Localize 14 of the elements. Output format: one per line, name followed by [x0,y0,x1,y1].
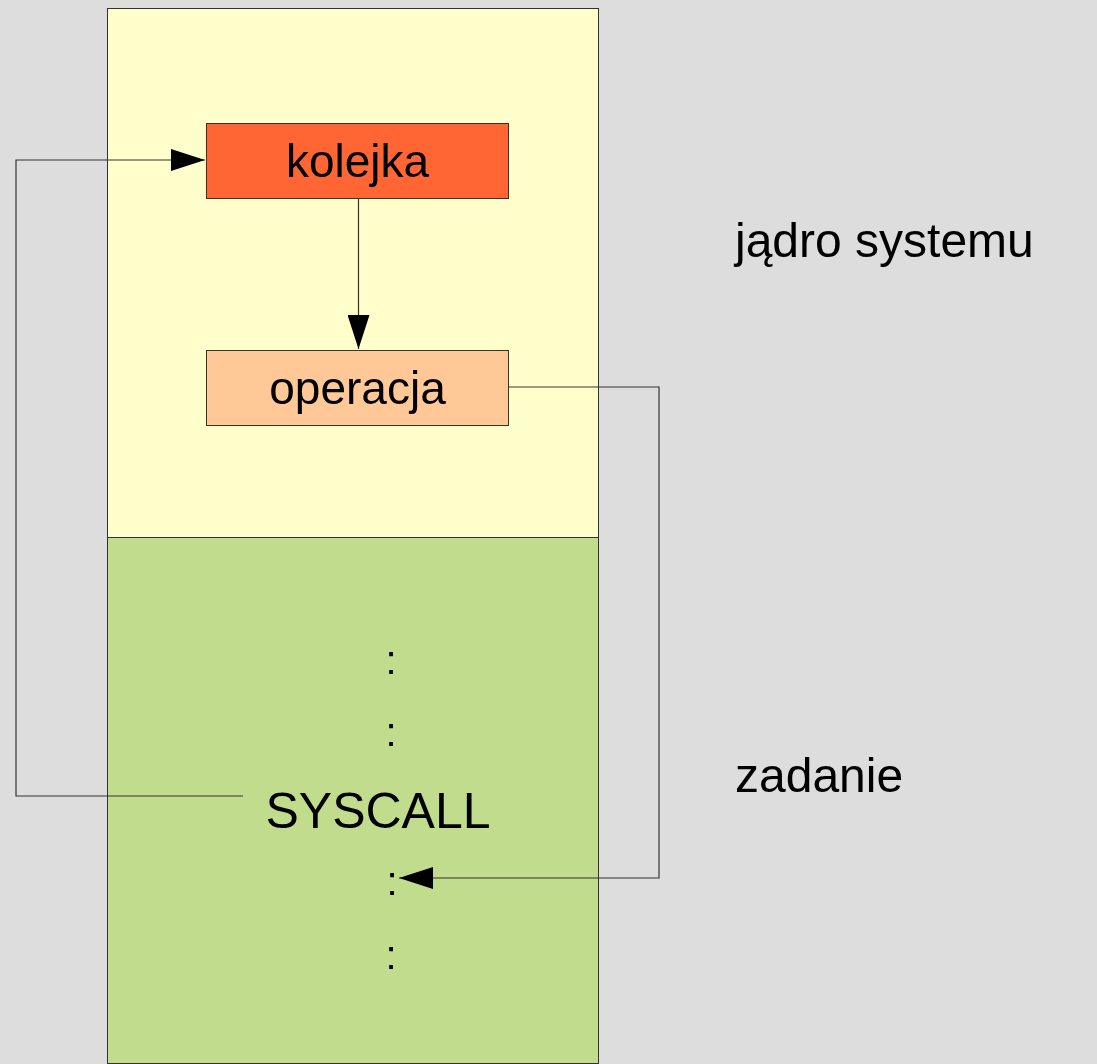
arrow [15,149,244,797]
syscall-text: SYSCALL [244,777,512,845]
task-band [107,537,599,1064]
queue-box: kolejka [206,123,509,199]
ellipsis-dots: : [384,640,398,680]
ellipsis-dots: : [384,935,398,975]
arrow [347,197,370,350]
kernel-band [107,8,599,538]
band-caption: zadanie [735,747,904,804]
ellipsis-dots: : [384,712,398,752]
ellipsis-dots: : [384,861,400,901]
band-caption: jądro systemu [735,212,1034,269]
arrow [398,386,660,889]
operation-box: operacja [206,350,509,426]
